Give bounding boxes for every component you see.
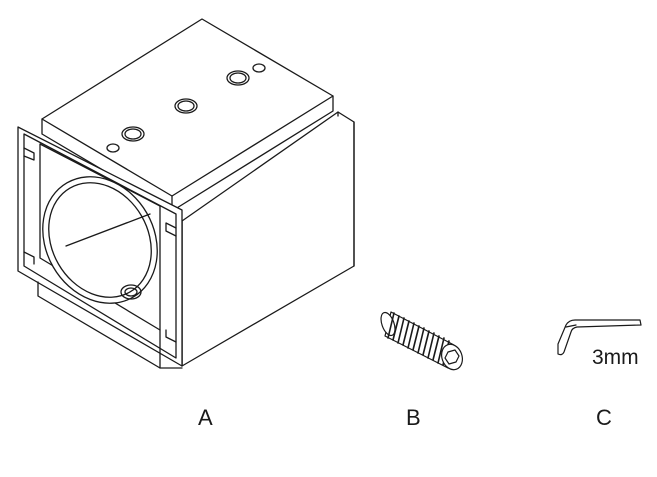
part-b-label: B: [406, 405, 421, 430]
part-a-label: A: [198, 405, 213, 430]
part-c-label: C: [596, 405, 612, 430]
hex-key-size-label: 3mm: [592, 346, 639, 369]
